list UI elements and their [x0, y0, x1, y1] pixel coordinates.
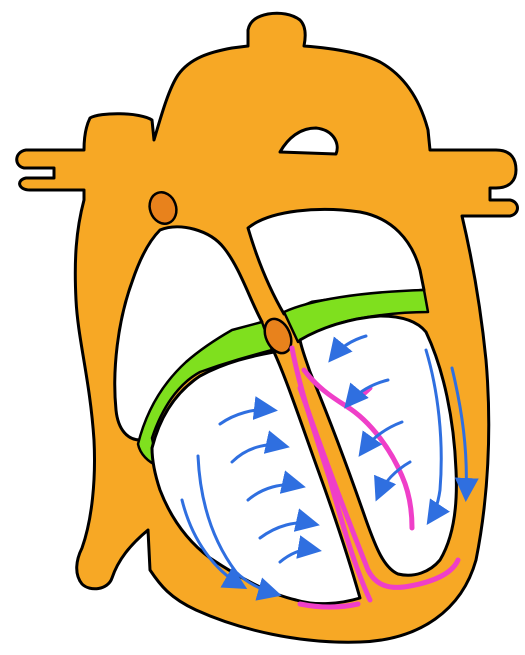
heart-conduction-diagram: [0, 0, 525, 655]
